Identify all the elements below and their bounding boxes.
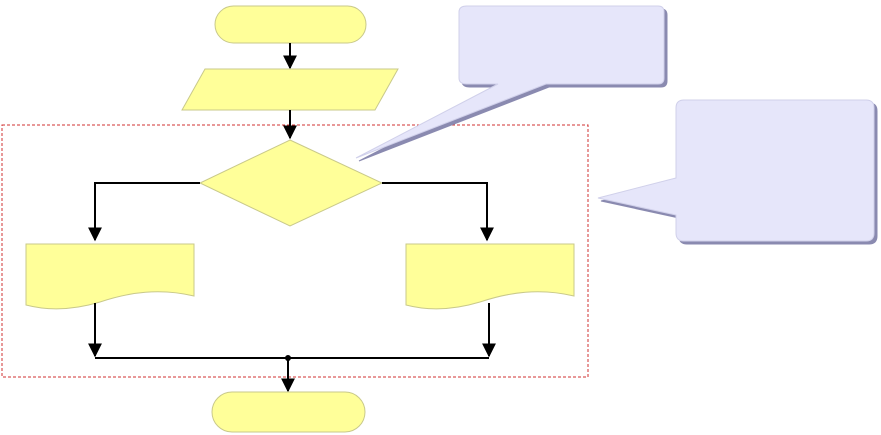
input-parallelogram — [181, 68, 399, 111]
branch-frame — [1, 124, 589, 378]
end-terminal — [211, 391, 366, 433]
condition-diamond — [198, 139, 384, 227]
callout-condition — [355, 5, 665, 159]
branch-right-document — [405, 243, 575, 310]
callout-frame — [597, 99, 875, 242]
connector-condition-left — [88, 182, 200, 242]
connector-condition-right — [382, 182, 494, 242]
branch-left-document — [25, 243, 195, 310]
start-terminal — [214, 5, 367, 44]
